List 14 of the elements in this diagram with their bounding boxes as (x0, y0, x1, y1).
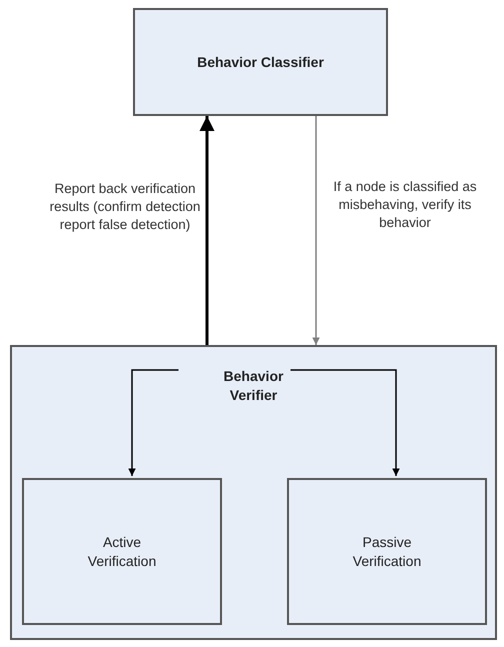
node-title: Passive Verification (352, 532, 422, 570)
process-box (133, 8, 388, 116)
node-title: Behavior Verifier (222, 367, 284, 405)
process-box (287, 478, 487, 625)
edge-label: If a node is classified as misbehaving, verify its behavior (332, 178, 478, 232)
process-box (22, 478, 222, 625)
arrow (128, 369, 178, 476)
arrow (200, 116, 214, 345)
node-title: Active Verification (86, 532, 158, 570)
edge-label: Report back verification results (confirm detection report false detection) (48, 180, 202, 234)
arrow (290, 369, 400, 476)
node-title: Behavior Classifier (196, 52, 325, 72)
arrow (312, 116, 320, 345)
process-box (10, 345, 497, 640)
